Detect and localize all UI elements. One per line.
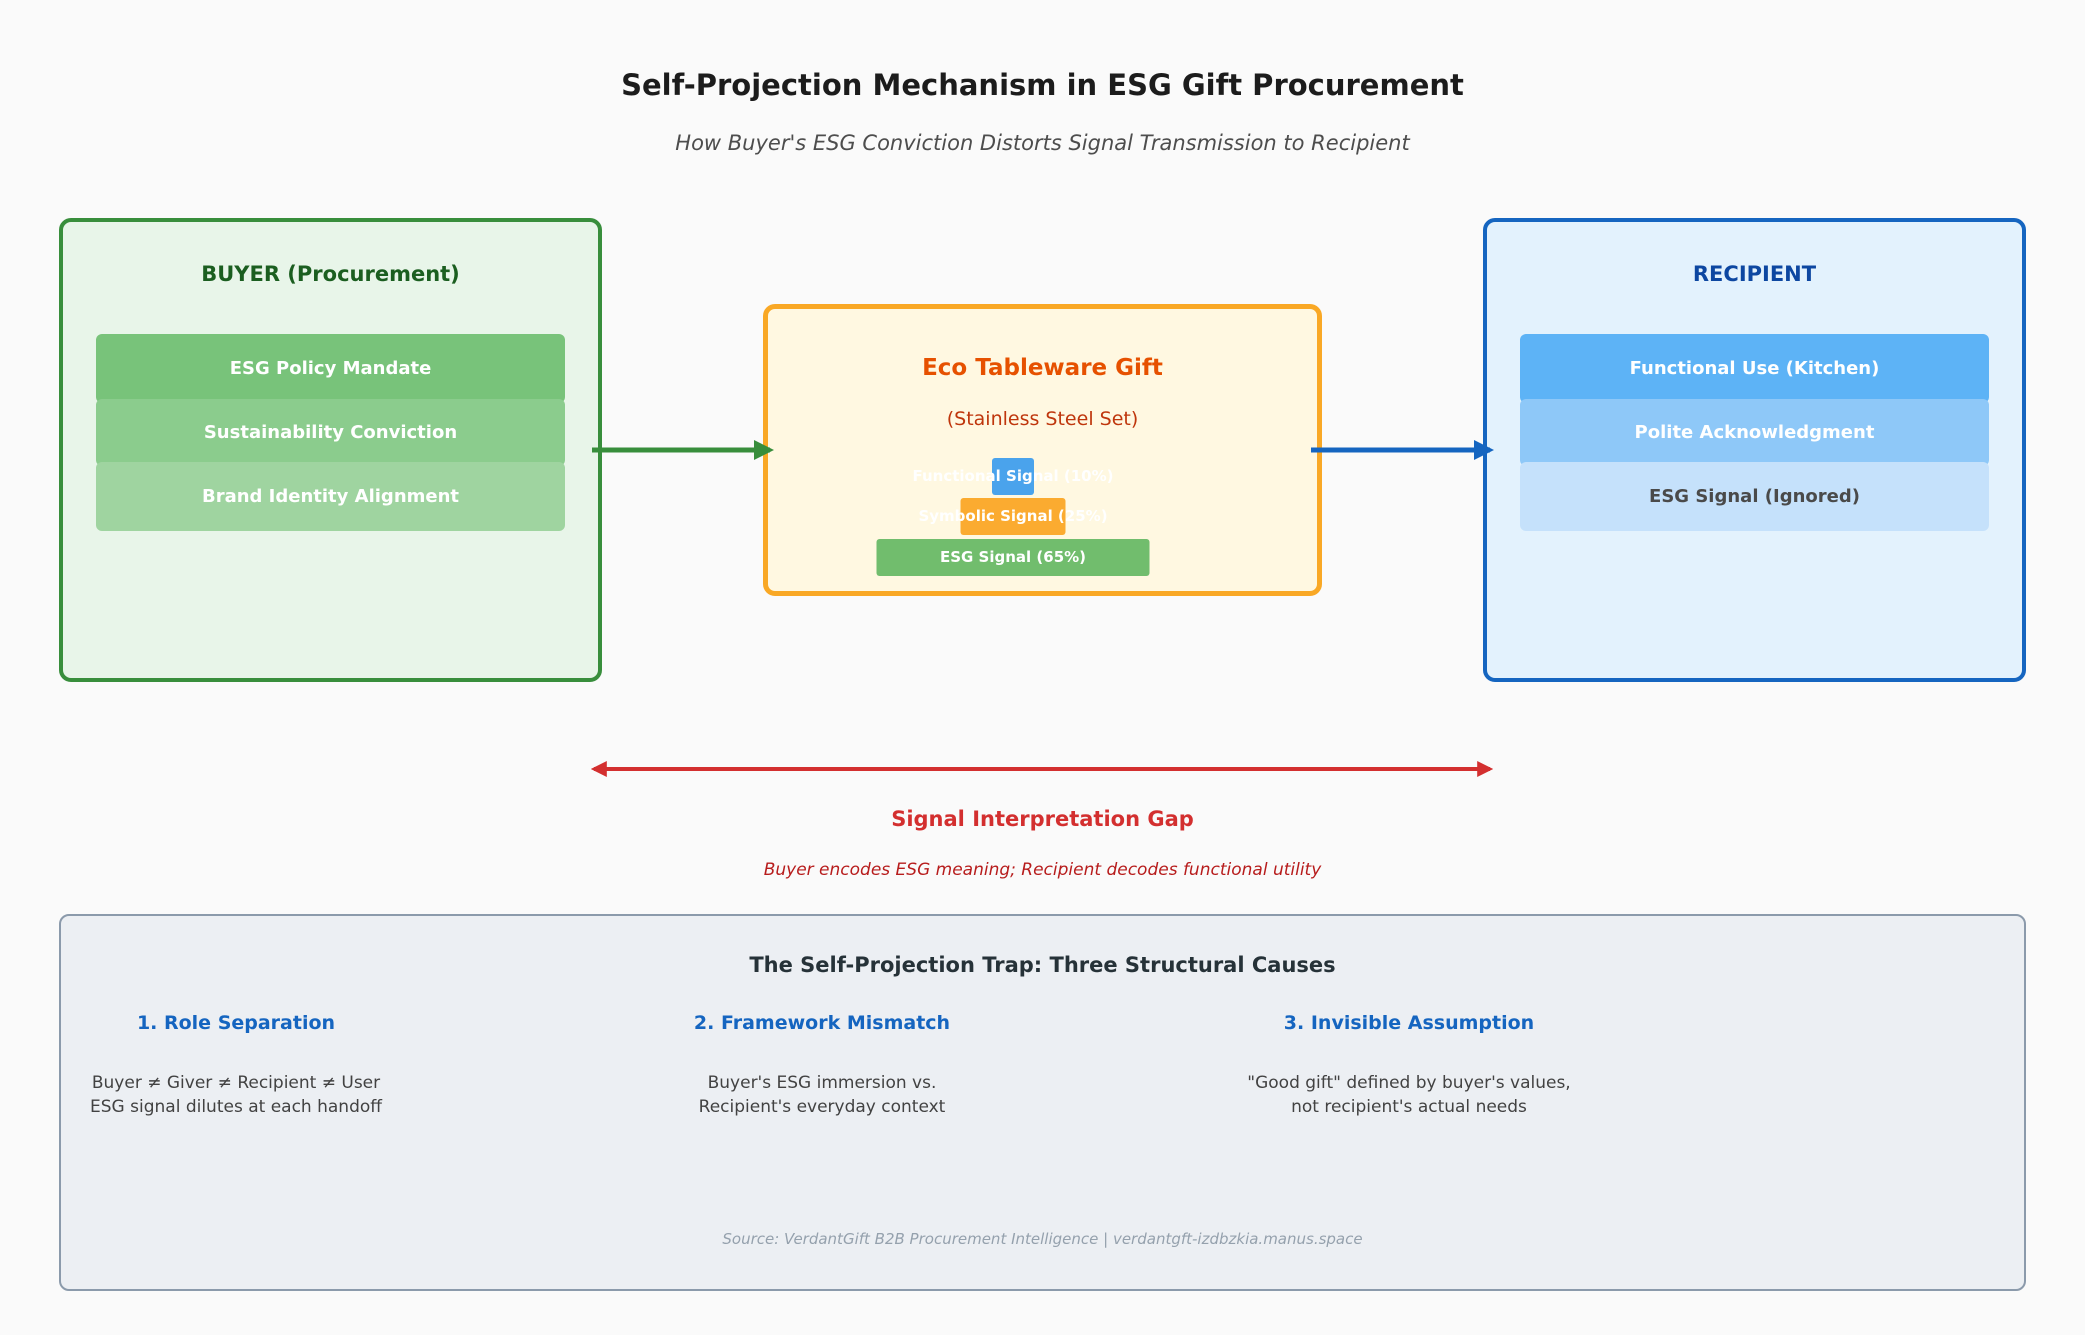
cause-invisible-assumption-text: "Good gift" defined by buyer's values, n… (1209, 1071, 1609, 1119)
gift-title: Eco Tableware Gift (922, 355, 1163, 381)
signal-bar-symbolic (960, 498, 1066, 535)
cause-framework-mismatch-text: Buyer's ESG immersion vs. Recipient's ev… (622, 1071, 1022, 1119)
cause-line: Recipient's everyday context (698, 1097, 946, 1117)
cause-role-separation-heading: 1. Role Separation (136, 1012, 336, 1034)
causes-panel (59, 914, 2026, 1291)
buyer-item-esg-policy: ESG Policy Mandate (96, 334, 565, 403)
signal-bar-functional (992, 458, 1034, 495)
recipient-item-polite-ack: Polite Acknowledgment (1520, 399, 1989, 466)
signal-label-functional: Functional Signal (10%) (912, 467, 1114, 485)
recipient-item-esg-ignored: ESG Signal (Ignored) (1520, 462, 1989, 531)
signal-bar-esg (876, 539, 1150, 576)
buyer-item-sustainability: Sustainability Conviction (96, 399, 565, 466)
cause-framework-mismatch-heading: 2. Framework Mismatch (693, 1012, 951, 1034)
recipient-item-functional-use: Functional Use (Kitchen) (1520, 334, 1989, 403)
gap-label: Signal Interpretation Gap (891, 807, 1194, 831)
buyer-heading: BUYER (Procurement) (201, 262, 460, 286)
source-footer: Source: VerdantGift B2B Procurement Inte… (722, 1230, 1363, 1248)
cause-line: Buyer's ESG immersion vs. (707, 1073, 937, 1093)
gift-subtitle: (Stainless Steel Set) (946, 408, 1139, 430)
cause-invisible-assumption-heading: 3. Invisible Assumption (1283, 1012, 1535, 1034)
buyer-item-brand-identity: Brand Identity Alignment (96, 462, 565, 531)
diagram-title: Self-Projection Mechanism in ESG Gift Pr… (621, 68, 1464, 102)
causes-title: The Self-Projection Trap: Three Structur… (749, 953, 1336, 977)
diagram-subtitle: How Buyer's ESG Conviction Distorts Sign… (675, 131, 1410, 155)
gap-description: Buyer encodes ESG meaning; Recipient dec… (763, 860, 1322, 880)
signal-label-symbolic: Symbolic Signal (25%) (918, 507, 1108, 525)
signal-bars (876, 458, 1150, 576)
cause-role-separation-text: Buyer ≠ Giver ≠ Recipient ≠ User ESG sig… (36, 1071, 436, 1119)
cause-line: ESG signal dilutes at each handoff (90, 1097, 382, 1117)
recipient-heading: RECIPIENT (1692, 262, 1817, 286)
cause-line: not recipient's actual needs (1291, 1097, 1527, 1117)
signal-label-esg: ESG Signal (65%) (939, 548, 1087, 566)
cause-line: Buyer ≠ Giver ≠ Recipient ≠ User (91, 1073, 381, 1093)
cause-line: "Good gift" defined by buyer's values, (1247, 1073, 1571, 1093)
